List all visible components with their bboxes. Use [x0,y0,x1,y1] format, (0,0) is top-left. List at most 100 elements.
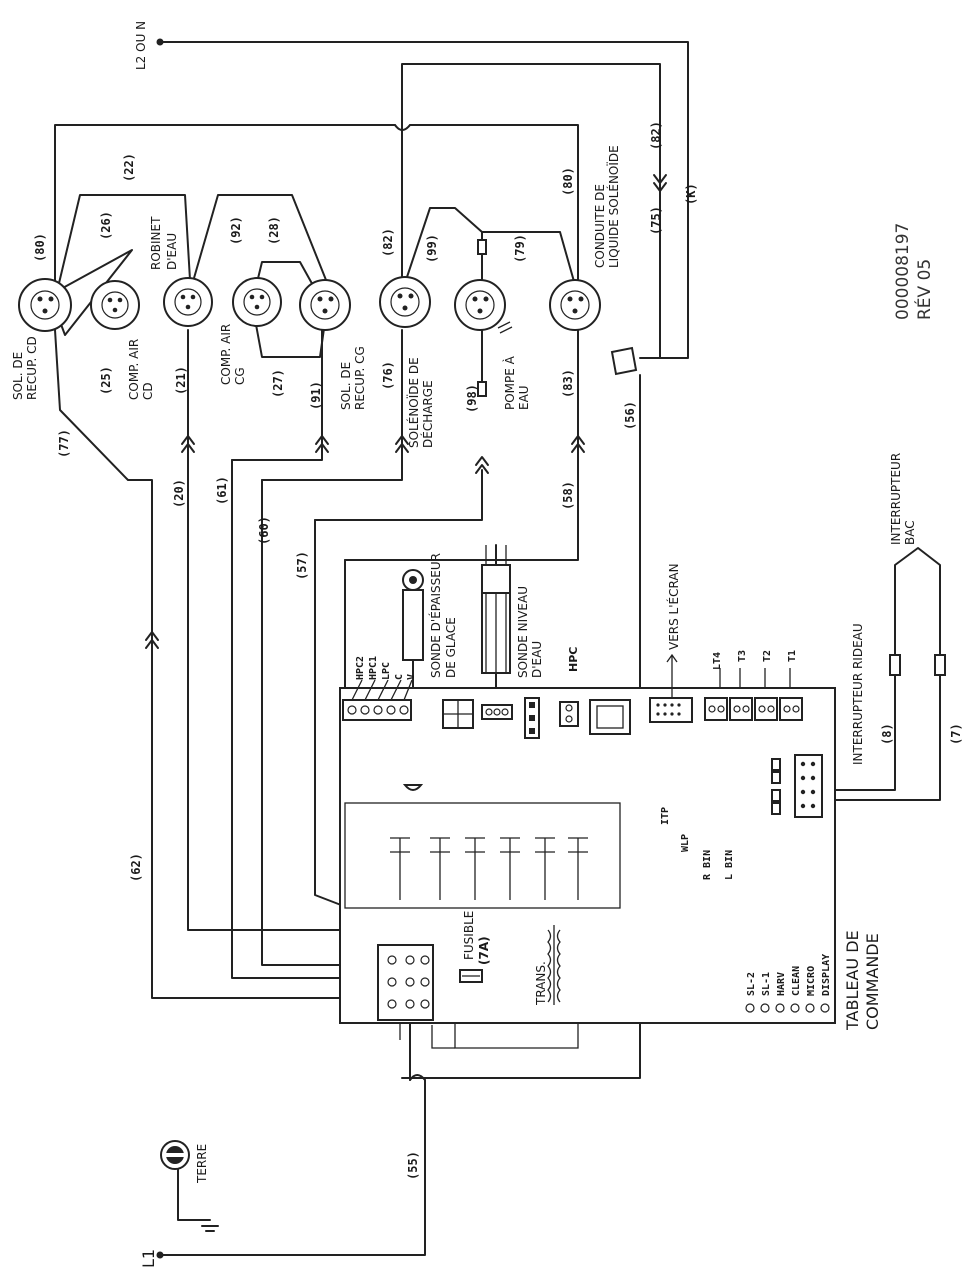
bin-switch-label-2: BAC [903,520,917,545]
screen-label: VERS L'ÉCRAN [666,563,681,650]
status-leds [745,1003,830,1013]
wire-58: (58) [561,481,575,510]
wire-60: (60) [257,516,271,545]
thermistor-t1-label: T1 [787,650,798,662]
pin-c-label: C [394,674,405,680]
wire-92: (92) [229,216,243,245]
component-labels: SOL. DE RECUP. CD COMP. AIR CD ROBINET D… [11,145,917,1031]
transformer-label: TRANS. [534,961,548,1006]
wire-80b: (80) [561,167,575,196]
wire-62: (62) [129,853,143,882]
input-terminal-pins [771,758,781,815]
wire-80a: (80) [33,233,47,262]
level-probe-label-1: SONDE NIVEAU [516,586,530,678]
wire-98: (98) [465,384,479,413]
comp-cd-label-2: CD [141,382,155,400]
input-lbin-label: L BIN [724,850,735,880]
thermistor-t2-label: T2 [762,650,773,662]
wire-83: (83) [561,369,575,398]
wire-61: (61) [215,476,229,505]
water-level-probe [481,545,511,674]
wire-26: (26) [99,211,113,240]
board-label-2: COMMANDE [863,933,882,1030]
led-clean-label: CLEAN [791,966,802,996]
led-micro-label: MICRO [806,966,817,996]
pump-label-2: EAU [517,385,531,410]
solenoid-cd-symbol [18,278,72,332]
input-itp-label: ITP [660,807,671,825]
splice-connector [610,346,638,376]
discharge-solenoid-symbol [379,276,431,328]
wire-91: (91) [309,381,323,410]
discharge-label-1: SOLÉNOÏDE DE [406,357,421,448]
wire-27: (27) [271,369,285,398]
relay-contacts [390,837,588,900]
thermistor-lt4-label: LT4 [712,652,723,670]
robinet-label-2: D'EAU [165,233,179,270]
wire-55: (55) [406,1151,420,1180]
doc-number: 000008197 [893,223,913,320]
doc-revision: RÉV 05 [913,259,935,320]
fuse-rating-label: (7A) [477,936,491,965]
board-label-1: TABLEAU DE [843,930,862,1031]
document-info: 000008197 RÉV 05 [893,223,935,320]
bin-switch-label-1: INTERRUPTEUR [889,453,903,545]
water-valve-symbol [163,277,213,327]
led-sl2-label: SL-2 [746,972,757,996]
input-rbin-label: R BIN [702,850,713,880]
hpc-label: HPC [567,647,580,672]
thermistor-t3-label: T3 [737,650,748,662]
comp-cg-label-1: COMP. AIR [219,324,233,385]
level-probe-label-2: D'EAU [530,641,544,678]
wire-22: (22) [122,153,136,182]
wire-21: (21) [174,366,188,395]
led-sl1-label: SL-1 [761,972,772,996]
wire-56: (56) [623,401,637,430]
l1-terminal [156,1251,164,1259]
wire-82b: (82) [649,121,663,150]
ice-thickness-probe [402,569,424,791]
wire-number-labels: (80) (22) (26) (92) (28) (82) (99) (79) … [33,121,963,1180]
arrow-markers [145,174,667,649]
wire-57: (57) [295,551,309,580]
sol-cg-label-2: RECUP. CG [353,346,367,410]
wire-75: (75) [649,206,663,235]
sol-cg-label-1: SOL. DE [339,362,353,410]
pin-hpc2-label: HPC2 [355,656,366,680]
led-harv-label: HARV [776,972,787,996]
ice-probe-label-2: DE GLACE [444,617,458,678]
water-pump-symbol [454,239,513,397]
wire-7: (7) [949,723,963,745]
wire-8: (8) [880,723,894,745]
liquid-line-label-2: LIQUIDE SOLÉNOÏDE [606,145,621,268]
l2-label: L2 OU N [134,21,148,70]
compressor-air-cd-symbol [90,280,140,330]
pin-hpc1-label: HPC1 [368,656,379,680]
pump-label-1: POMPE À [502,355,517,410]
wire-76: (76) [381,361,395,390]
ground-symbol [160,1140,190,1170]
pin-v-label: V [406,674,417,680]
control-board [339,653,836,1024]
sol-cd-label-1: SOL. DE [11,352,25,400]
power-labels: L2 OU N L1 TERRE [134,21,209,1268]
main-connector-pins [387,955,430,1009]
l2-terminal [156,38,164,46]
liquid-line-solenoid-symbol [549,279,601,331]
wire-20: (20) [172,479,186,508]
curtain-switch-elements [889,595,946,676]
fuse-label: FUSIBLE [462,911,476,960]
robinet-label-1: ROBINET [149,216,163,270]
l1-label: L1 [139,1249,158,1268]
input-wlp-label: WLP [680,834,691,852]
board-pin-labels: HPC2 HPC1 LPC C V LT4 T3 T2 T1 ITP WLP R… [355,650,832,996]
transformer-symbol [547,925,561,1005]
curtain-switch-label: INTERRUPTEUR RIDEAU [851,623,865,765]
wire-k: (K) [684,183,698,205]
ice-probe-label-1: SONDE D'ÉPAISSEUR [428,553,443,678]
wire-25: (25) [99,366,113,395]
ground-label: TERRE [195,1144,209,1184]
discharge-label-2: DÉCHARGE [420,380,435,448]
